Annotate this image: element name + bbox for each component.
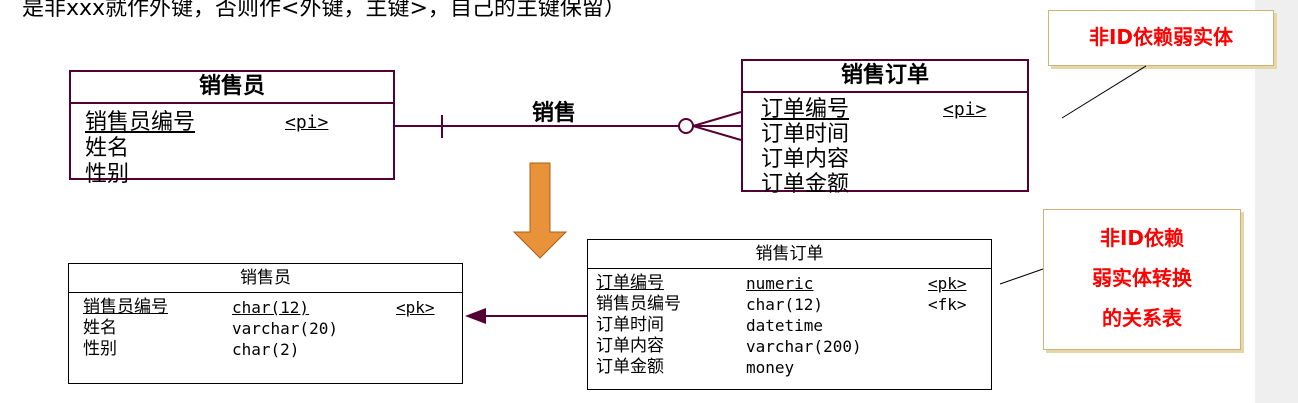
er-attr-tag: <pi>	[943, 99, 987, 120]
er-entity-title: 销售员	[71, 72, 393, 104]
callout-leader-bottom	[999, 268, 1044, 285]
column-key: <pk>	[928, 274, 967, 293]
table-row: 订单时间 datetime	[588, 315, 991, 336]
er-attr-row: 订单时间	[743, 122, 1027, 147]
er-attr-name: 订单编号	[761, 97, 850, 122]
column-name: 订单内容	[596, 336, 664, 356]
column-name: 性别	[83, 339, 117, 359]
relationship-label: 销售	[532, 101, 577, 126]
er-attr-name: 订单金额	[761, 172, 850, 197]
callout-line-2: 弱实体转换	[1092, 266, 1192, 290]
callout-weak-entity: 非ID依赖弱实体	[1048, 10, 1274, 66]
table-row: 姓名 varchar(20)	[69, 318, 462, 339]
callout-leader-top	[1061, 65, 1147, 119]
er-attr-name: 性别	[85, 162, 130, 187]
column-type: varchar(20)	[232, 319, 338, 338]
column-type: numeric	[746, 274, 814, 293]
er-attr-name: 姓名	[85, 136, 130, 161]
table-title: 销售订单	[588, 240, 991, 269]
column-name: 订单编号	[596, 273, 664, 293]
column-name: 销售员编号	[596, 294, 681, 314]
column-type: money	[746, 358, 795, 377]
crowfoot-bottom	[692, 125, 742, 141]
er-attr-name: 订单内容	[761, 147, 850, 172]
er-attr-row: 订单内容	[743, 147, 1027, 172]
optional-circle	[678, 118, 694, 134]
table-row: 订单内容 varchar(200)	[588, 336, 991, 357]
table-order[interactable]: 销售订单 订单编号 numeric <pk> 销售员编号 char(12) <f…	[587, 239, 992, 390]
table-title: 销售员	[69, 264, 462, 293]
top-note-text: 是非xxx就作外键，否则作<外键，主键>，自己的主键保留）	[22, 0, 626, 21]
column-key: <pk>	[396, 298, 435, 317]
er-attr-row: 订单编号 <pi>	[743, 97, 1027, 122]
column-name: 姓名	[83, 318, 117, 338]
column-type: char(2)	[232, 340, 300, 359]
column-name: 销售员编号	[83, 297, 168, 317]
column-name: 订单金额	[596, 357, 664, 377]
column-key: <fk>	[928, 295, 967, 314]
table-row: 订单金额 money	[588, 357, 991, 378]
column-name: 订单时间	[596, 315, 664, 335]
callout-line-1: 非ID依赖	[1099, 226, 1185, 250]
table-row: 销售员编号 char(12) <fk>	[588, 294, 991, 315]
er-attr-name: 销售员编号	[85, 110, 196, 135]
side-strip	[1255, 0, 1298, 403]
er-entity-salesperson[interactable]: 销售员 销售员编号 <pi> 姓名 性别	[69, 70, 395, 187]
table-row: 销售员编号 char(12) <pk>	[69, 297, 462, 318]
er-attr-tag: <pi>	[285, 112, 329, 133]
callout-relation-table: 非ID依赖 弱实体转换 的关系表	[1043, 209, 1241, 350]
column-type: varchar(200)	[746, 337, 862, 356]
er-attr-row: 姓名	[71, 136, 393, 162]
er-attr-row: 订单金额	[743, 172, 1027, 197]
crowfoot-top	[692, 111, 742, 127]
er-entity-title: 销售订单	[743, 61, 1027, 93]
column-type: char(12)	[232, 298, 310, 317]
callout-line-3: 的关系表	[1102, 306, 1182, 330]
fk-arrowhead	[465, 308, 486, 324]
er-attr-row: 销售员编号 <pi>	[71, 110, 393, 136]
er-attr-name: 订单时间	[761, 122, 850, 147]
table-row: 订单编号 numeric <pk>	[588, 273, 991, 294]
er-entity-order[interactable]: 销售订单 订单编号 <pi> 订单时间 订单内容 订单金额	[741, 59, 1029, 197]
transform-arrow	[512, 162, 568, 259]
column-type: datetime	[746, 316, 824, 335]
column-type: char(12)	[746, 295, 824, 314]
table-salesperson[interactable]: 销售员 销售员编号 char(12) <pk> 姓名 varchar(20) 性…	[68, 263, 463, 384]
er-attr-row: 性别	[71, 162, 393, 188]
table-row: 性别 char(2)	[69, 339, 462, 360]
